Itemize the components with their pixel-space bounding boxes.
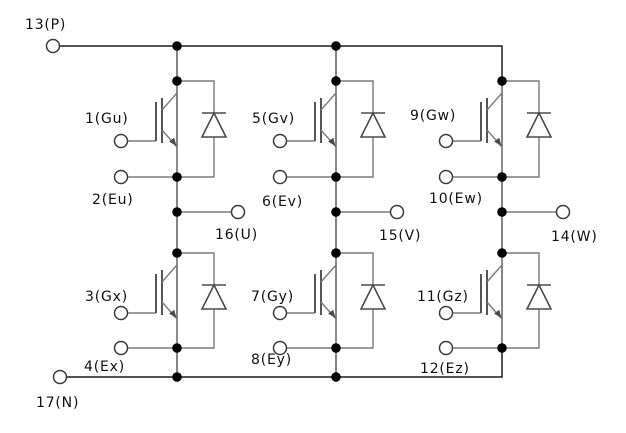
igbt-emitter-arrow-icon <box>169 137 177 146</box>
junction-dot <box>331 41 341 51</box>
igbt-emitter-wire <box>161 301 178 348</box>
terminal-circle-gv <box>272 133 288 149</box>
junction-dot <box>497 343 507 353</box>
terminal-label-ez: 12(Ez) <box>420 361 470 377</box>
igbt-collector-wire <box>161 81 178 111</box>
junction-dot <box>331 207 341 217</box>
junction-dot <box>172 41 182 51</box>
igbt-cell-gu <box>113 80 228 185</box>
terminal-circle-gx <box>113 305 129 321</box>
diode-branch-top-wire <box>336 252 374 285</box>
diode-branch-bottom-wire <box>502 137 540 178</box>
diode-triangle <box>359 111 387 138</box>
igbt-cell-gx <box>113 252 228 356</box>
terminal-label-v: 15(V) <box>379 228 422 244</box>
terminal-label-gv: 5(Gv) <box>252 111 295 127</box>
igbt-emitter-wire <box>486 301 503 348</box>
terminal-circle-eu <box>113 169 129 185</box>
diode-branch-bottom-wire <box>502 309 540 349</box>
igbt-emitter-wire <box>320 301 337 348</box>
terminal-circle-gw <box>438 133 454 149</box>
diode-branch-top-wire <box>502 252 540 285</box>
igbt-collector-wire <box>486 253 503 283</box>
igbt-emitter-wire <box>320 129 337 177</box>
terminal-label-eu: 2(Eu) <box>92 192 134 208</box>
junction-dot <box>172 207 182 217</box>
terminal-circle-n <box>52 369 68 385</box>
igbt-cell-gw <box>438 80 553 185</box>
junction-dot <box>497 248 507 258</box>
junction-dot <box>172 172 182 182</box>
diode-branch-bottom-wire <box>336 309 374 349</box>
terminal-circle-ev <box>272 169 288 185</box>
terminal-circle-ey <box>272 340 288 356</box>
igbt-emitter-arrow-icon <box>328 309 336 318</box>
terminal-circle-ew <box>438 169 454 185</box>
junction-dot <box>331 343 341 353</box>
terminal-label-gw: 9(Gw) <box>410 108 457 124</box>
igbt-emitter-wire <box>161 129 178 177</box>
diode-branch-bottom-wire <box>177 309 215 349</box>
diode-branch-top-wire <box>502 80 540 113</box>
terminal-circle-p <box>45 38 61 54</box>
igbt-emitter-arrow-icon <box>328 137 336 146</box>
terminal-label-gx: 3(Gx) <box>85 289 128 305</box>
junction-dot <box>172 76 182 86</box>
junction-dot <box>497 207 507 217</box>
terminal-circle-gz <box>438 305 454 321</box>
junction-dot <box>497 76 507 86</box>
junction-dot <box>331 248 341 258</box>
diode-triangle <box>525 283 553 310</box>
igbt-collector-wire <box>161 253 178 283</box>
terminal-circle-w <box>555 204 571 220</box>
p-bus-wire <box>59 45 503 81</box>
igbt-emitter-arrow-icon <box>169 309 177 318</box>
igbt-collector-wire <box>320 253 337 283</box>
junction-dot <box>331 172 341 182</box>
terminal-label-ew: 10(Ew) <box>429 191 483 207</box>
junction-dot <box>172 343 182 353</box>
junction-dot <box>331 76 341 86</box>
igbt-collector-wire <box>486 81 503 111</box>
terminal-label-gu: 1(Gu) <box>85 111 129 127</box>
terminal-label-ev: 6(Ev) <box>262 194 303 210</box>
igbt-emitter-arrow-icon <box>494 309 502 318</box>
n-bus-wire <box>66 348 503 378</box>
terminal-circle-gy <box>272 305 288 321</box>
diode-branch-bottom-wire <box>336 137 374 178</box>
igbt-emitter-arrow-icon <box>494 137 502 146</box>
terminal-label-gz: 11(Gz) <box>417 289 469 305</box>
igbt-collector-wire <box>320 81 337 111</box>
igbt-emitter-wire <box>486 129 503 177</box>
terminal-label-ey: 8(Ey) <box>251 352 292 368</box>
diode-branch-top-wire <box>177 252 215 285</box>
diode-branch-top-wire <box>177 80 215 113</box>
diode-branch-bottom-wire <box>177 137 215 178</box>
junction-dot <box>331 372 341 382</box>
diode-branch-top-wire <box>336 80 374 113</box>
junction-dot <box>172 248 182 258</box>
terminal-circle-ez <box>438 340 454 356</box>
igbt-cell-gz <box>438 252 553 356</box>
diode-triangle <box>525 111 553 138</box>
terminal-label-gy: 7(Gy) <box>251 289 294 305</box>
terminal-label-p: 13(P) <box>25 17 67 33</box>
terminal-label-w: 14(W) <box>551 229 598 245</box>
terminal-label-ex: 4(Ex) <box>84 359 125 375</box>
terminal-circle-u <box>230 204 246 220</box>
terminal-circle-gu <box>113 133 129 149</box>
diode-triangle <box>200 283 228 310</box>
terminal-circle-v <box>389 204 405 220</box>
igbt-cell-gv <box>272 80 387 185</box>
igbt-cell-gy <box>272 252 387 356</box>
terminal-label-n: 17(N) <box>36 395 80 411</box>
diode-triangle <box>200 111 228 138</box>
junction-dot <box>497 172 507 182</box>
junction-dot <box>172 372 182 382</box>
diode-triangle <box>359 283 387 310</box>
terminal-circle-ex <box>113 340 129 356</box>
terminal-label-u: 16(U) <box>215 227 258 243</box>
